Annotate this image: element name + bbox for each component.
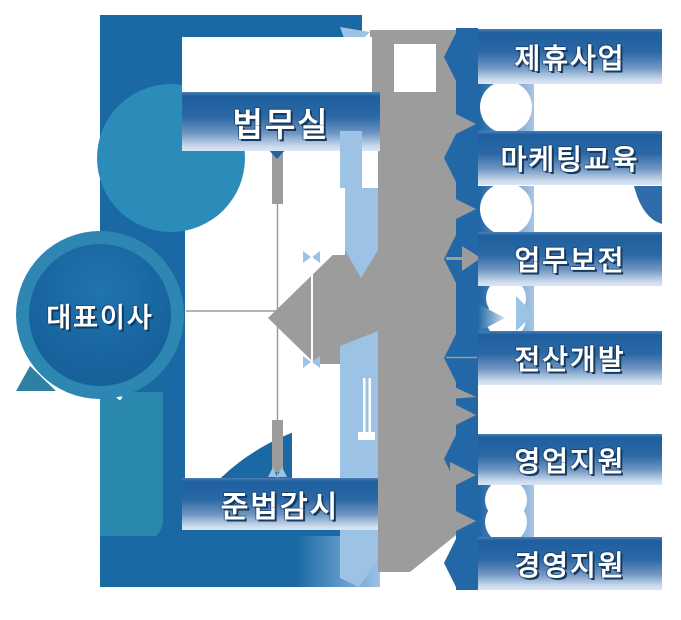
connector-chevrons [446,111,481,534]
ceo-circle-inner: 대표이사 [29,244,171,386]
ceo-label: 대표이사 [46,302,154,334]
box-marketing-education: 마케팅교육 [478,131,662,185]
decor-white-box-low [292,364,343,478]
box-compliance-monitoring: 준법감시 [182,478,378,530]
decor-gap-motifs [478,81,662,543]
box-sales-support-label: 영업지원 [514,444,626,478]
box-business-conservation: 업무보전 [478,232,662,286]
box-partnership-business: 제휴사업 [478,29,662,84]
box-it-development-label: 전산개발 [514,343,626,376]
connector-anchors [268,251,320,477]
box-it-development: 전산개발 [478,331,662,385]
box-marketing-education-label: 마케팅교육 [500,143,640,176]
box-management-support: 경영지원 [478,537,662,590]
connector-white-line [311,256,313,362]
decor-teal-column [100,392,163,540]
box-legal-office: 법무실 [182,92,380,151]
decor-bottom-bar [100,536,380,587]
connector-bars [272,152,283,472]
decor-white-box-top [182,37,372,92]
ceo-circle: 대표이사 [16,231,184,399]
connector-funnel [478,304,505,332]
box-legal-office-label: 법무실 [232,104,330,144]
decor-white-window [394,44,436,92]
box-sales-support: 영업지원 [478,434,662,485]
box-management-support-label: 경영지원 [514,548,626,582]
box-business-conservation-label: 업무보전 [514,244,626,277]
decor-teal-wedge [16,366,56,391]
decor-white-box-mid [288,147,345,255]
arrow-right-icon [462,246,481,271]
box-partnership-business-label: 제휴사업 [514,41,626,75]
box-compliance-monitoring-label: 준법감시 [220,490,340,525]
decor-white-doubleline [358,378,375,440]
